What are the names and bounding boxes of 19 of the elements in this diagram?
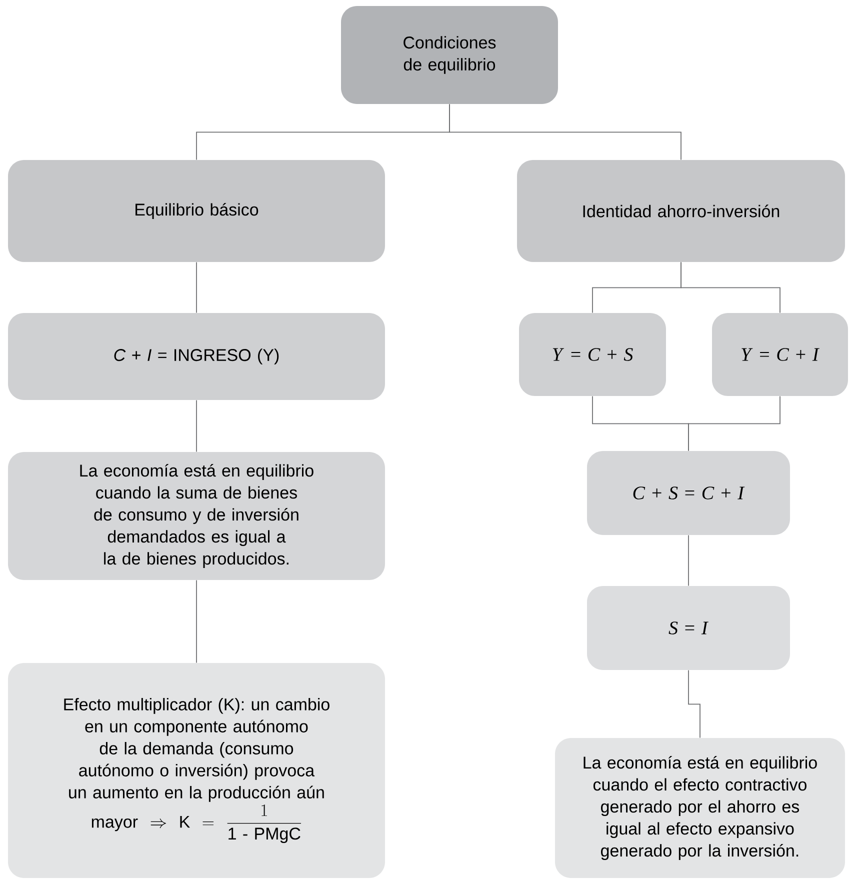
category-box: Identidad ahorro-inversión [517,160,845,262]
connector [688,670,700,738]
title-box: Condiciones de equilibrio [341,6,558,104]
connector [680,262,780,314]
connector [196,400,197,452]
description-box: Efecto multiplicador (K): un cambio en un componente autónomo de la demanda (consumo autónomo o inversión) provoca un aumento en la producción aún $\mathrm{mayor} \Rightarrow \mathrm{K} = \frac{1}{\mathrm{1\ \text{-}\ PMgC}}$ [8,663,385,878]
connector [196,580,197,664]
formula-box: C + S = C + I [587,451,790,535]
category-box: Equilibrio básico [8,160,385,262]
description-box: La economía está en equilibrio cuando la suma de bienes de consumo y de inversión demandados es igual a la de bienes producidos. [8,452,385,580]
formula-box: S = I [587,586,790,670]
connector [449,104,682,160]
connector [196,262,197,314]
description-box: La economía está en equilibrio cuando el efecto contractivo generado por el ahorro es igual al efecto expansivo generado por la inversión. [555,738,845,878]
formula-box: Y = C + S [519,313,666,396]
formula-box: C + I = INGRESO (Y) [8,313,385,400]
formula-box: Y = C + I [712,313,848,396]
connector [688,396,780,452]
connector [688,534,689,586]
